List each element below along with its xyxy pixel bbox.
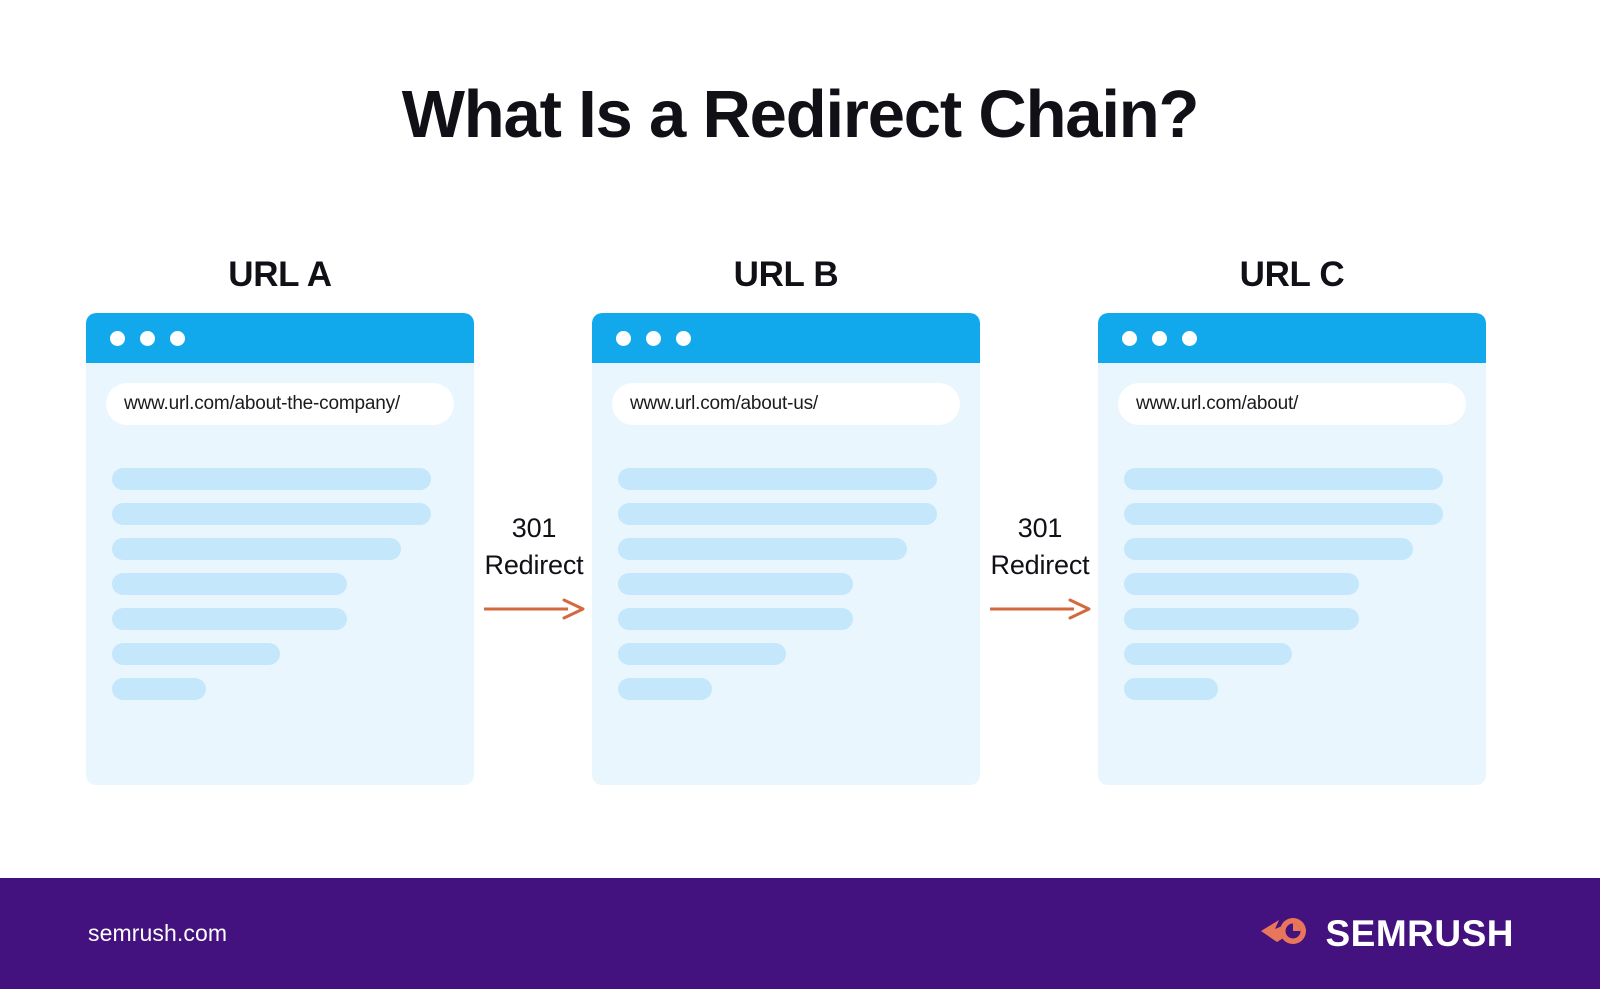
page-title: What Is a Redirect Chain? bbox=[401, 77, 1200, 152]
window-dot-close-icon[interactable] bbox=[110, 330, 125, 346]
footer-site-label: semrush.com bbox=[88, 920, 228, 946]
content-placeholder-a bbox=[112, 468, 448, 713]
browser-window-b: www.url.com/about-us/ bbox=[592, 313, 980, 785]
content-line bbox=[112, 608, 348, 630]
content-line bbox=[1124, 608, 1360, 630]
content-line bbox=[618, 678, 713, 700]
content-line bbox=[112, 503, 432, 525]
card-label-c: URL C bbox=[1239, 255, 1345, 294]
semrush-comet-icon bbox=[1261, 911, 1311, 956]
window-dot-maximize-icon[interactable] bbox=[170, 330, 185, 346]
content-line bbox=[112, 468, 432, 490]
browser-titlebar-a bbox=[86, 313, 474, 363]
semrush-logo: SEMRUSH bbox=[1261, 911, 1514, 956]
redirect-action-1: Redirect bbox=[484, 550, 584, 580]
content-line bbox=[618, 538, 907, 560]
arrow-right-icon-2 bbox=[980, 598, 1100, 620]
browser-window-a: www.url.com/about-the-company/ bbox=[86, 313, 474, 785]
browser-titlebar-b bbox=[592, 313, 980, 363]
card-label-b: URL B bbox=[733, 255, 839, 294]
content-line bbox=[1124, 573, 1360, 595]
content-line bbox=[618, 468, 938, 490]
url-card-a: URL A www.url.com/about-the-company/ bbox=[86, 255, 474, 785]
redirect-connector-1: 301 Redirect bbox=[474, 510, 594, 620]
card-label-a: URL A bbox=[228, 255, 332, 294]
redirect-connector-2: 301 Redirect bbox=[980, 510, 1100, 620]
content-line bbox=[112, 678, 207, 700]
arrow-right-icon-1 bbox=[474, 598, 594, 620]
content-line bbox=[112, 643, 280, 665]
content-line bbox=[1124, 503, 1444, 525]
window-dot-close-icon[interactable] bbox=[1122, 330, 1137, 346]
browser-window-c: www.url.com/about/ bbox=[1098, 313, 1486, 785]
content-line bbox=[1124, 538, 1413, 560]
url-text-c: www.url.com/about/ bbox=[1136, 393, 1299, 414]
url-card-b: URL B www.url.com/about-us/ bbox=[592, 255, 980, 785]
redirect-code-2: 301 bbox=[1017, 513, 1063, 543]
window-dot-minimize-icon[interactable] bbox=[140, 330, 155, 346]
window-dot-maximize-icon[interactable] bbox=[676, 330, 691, 346]
content-line bbox=[618, 503, 938, 525]
content-placeholder-c bbox=[1124, 468, 1460, 713]
footer-bar: semrush.com SEMRUSH bbox=[0, 878, 1600, 989]
content-line bbox=[1124, 468, 1444, 490]
redirect-chain-diagram: URL A www.url.com/about-the-company/ 301… bbox=[0, 255, 1600, 815]
url-address-bar-a[interactable]: www.url.com/about-the-company/ bbox=[106, 383, 454, 425]
semrush-wordmark: SEMRUSH bbox=[1325, 912, 1514, 954]
redirect-action-2: Redirect bbox=[990, 550, 1090, 580]
window-dot-maximize-icon[interactable] bbox=[1182, 330, 1197, 346]
url-text-a: www.url.com/about-the-company/ bbox=[124, 393, 400, 414]
content-line bbox=[1124, 678, 1219, 700]
url-address-bar-b[interactable]: www.url.com/about-us/ bbox=[612, 383, 960, 425]
content-line bbox=[1124, 643, 1292, 665]
browser-titlebar-c bbox=[1098, 313, 1486, 363]
content-line bbox=[618, 573, 854, 595]
content-line bbox=[112, 573, 348, 595]
content-line bbox=[618, 608, 854, 630]
content-line bbox=[112, 538, 401, 560]
window-dot-close-icon[interactable] bbox=[616, 330, 631, 346]
window-dot-minimize-icon[interactable] bbox=[646, 330, 661, 346]
content-line bbox=[618, 643, 786, 665]
url-address-bar-c[interactable]: www.url.com/about/ bbox=[1118, 383, 1466, 425]
window-dot-minimize-icon[interactable] bbox=[1152, 330, 1167, 346]
redirect-code-1: 301 bbox=[511, 513, 557, 543]
url-card-c: URL C www.url.com/about/ bbox=[1098, 255, 1486, 785]
url-text-b: www.url.com/about-us/ bbox=[630, 393, 818, 414]
content-placeholder-b bbox=[618, 468, 954, 713]
